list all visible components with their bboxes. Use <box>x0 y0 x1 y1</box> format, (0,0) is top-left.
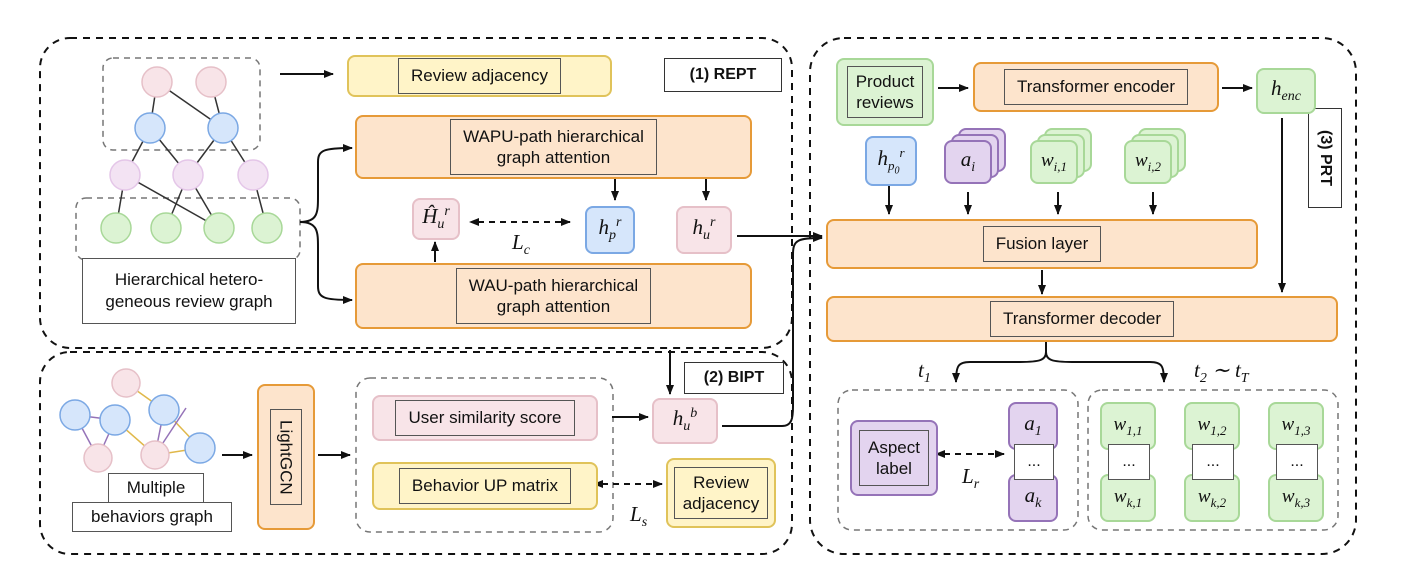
behavior-up-label: Behavior UP matrix <box>398 468 572 504</box>
aspect-ak: ak <box>1008 474 1058 522</box>
behaviors-graph-label-2: behaviors graph <box>72 502 232 532</box>
aspect-stack: ai <box>944 128 1006 184</box>
graph-top-group <box>102 57 261 151</box>
word-k-1: wk,1 <box>1100 474 1156 522</box>
contrastive-loss-lc: Lc <box>512 230 530 259</box>
graph-node <box>184 432 216 464</box>
graph-node <box>59 399 91 431</box>
word-k-3: wk,3 <box>1268 474 1324 522</box>
t2-tT-label: t2 ∼ tT <box>1194 358 1249 387</box>
word-ellipsis-3: ... <box>1276 444 1318 480</box>
word-1-1: w1,1 <box>1100 402 1156 450</box>
aspect-a1: a1 <box>1008 402 1058 450</box>
lightgcn-block: LightGCN <box>257 384 315 530</box>
loss-lr: Lr <box>962 464 980 493</box>
graph-node <box>150 212 182 244</box>
h-hat-u-r-node: Ĥur <box>412 198 460 240</box>
behaviors-graph-label: Multiple <box>108 473 204 503</box>
behavior-graph-nodes <box>59 368 216 473</box>
fusion-layer-block: Fusion layer <box>826 219 1258 269</box>
transformer-encoder-label: Transformer encoder <box>1003 69 1189 105</box>
graph-node <box>195 66 227 98</box>
graph-node <box>140 440 170 470</box>
user-similarity-label: User similarity score <box>395 400 575 436</box>
h-enc-node: henc <box>1256 68 1316 114</box>
word-ellipsis-2: ... <box>1192 444 1234 480</box>
graph-node <box>148 394 180 426</box>
lightgcn-label: LightGCN <box>270 408 302 506</box>
word-stack-2: wi,2 <box>1124 128 1186 184</box>
transformer-encoder-block: Transformer encoder <box>973 62 1219 112</box>
user-similarity-block: User similarity score <box>372 395 598 441</box>
graph-node <box>111 368 141 398</box>
word-k-2: wk,2 <box>1184 474 1240 522</box>
graph-node <box>141 66 173 98</box>
graph-node <box>100 212 132 244</box>
prt-panel-title: (3) PRT <box>1308 108 1342 208</box>
word-ellipsis-1: ... <box>1108 444 1150 480</box>
review-adjacency-label: Review adjacency <box>397 58 561 94</box>
graph-node <box>251 212 283 244</box>
word-1-3: w1,3 <box>1268 402 1324 450</box>
hetero-graph-nodes <box>100 66 283 244</box>
hetero-graph-edges <box>115 81 268 229</box>
graph-node <box>83 443 113 473</box>
h-u-b-node: hub <box>652 398 718 444</box>
loss-ls: Ls <box>630 502 648 531</box>
t1-label: t1 <box>918 358 931 387</box>
aspect-ellipsis: ... <box>1014 444 1054 480</box>
h-u-r-node: hur <box>676 206 732 254</box>
behavior-graph-edges <box>74 382 201 459</box>
h-p-r-node: hpr <box>585 206 635 254</box>
transformer-decoder-label: Transformer decoder <box>989 301 1175 337</box>
rept-panel-title: (1) REPT <box>664 58 782 92</box>
transformer-decoder-block: Transformer decoder <box>826 296 1338 342</box>
hetero-graph-label: Hierarchical hetero-geneous review graph <box>82 258 296 324</box>
fusion-layer-label: Fusion layer <box>982 226 1102 262</box>
graph-node <box>207 112 239 144</box>
behavior-up-block: Behavior UP matrix <box>372 462 598 510</box>
h-p0-r-node: hp0r <box>865 136 917 186</box>
graph-node <box>109 159 141 191</box>
graph-node <box>203 212 235 244</box>
review-adjacency-block: Review adjacency <box>347 55 612 97</box>
graph-bottom-group <box>75 197 301 261</box>
graph-node <box>99 404 131 436</box>
word-stack-1: wi,1 <box>1030 128 1092 184</box>
graph-node <box>172 159 204 191</box>
word-1-2: w1,2 <box>1184 402 1240 450</box>
graph-node <box>237 159 269 191</box>
graph-node <box>134 112 166 144</box>
bipt-panel-title: (2) BIPT <box>684 362 784 394</box>
